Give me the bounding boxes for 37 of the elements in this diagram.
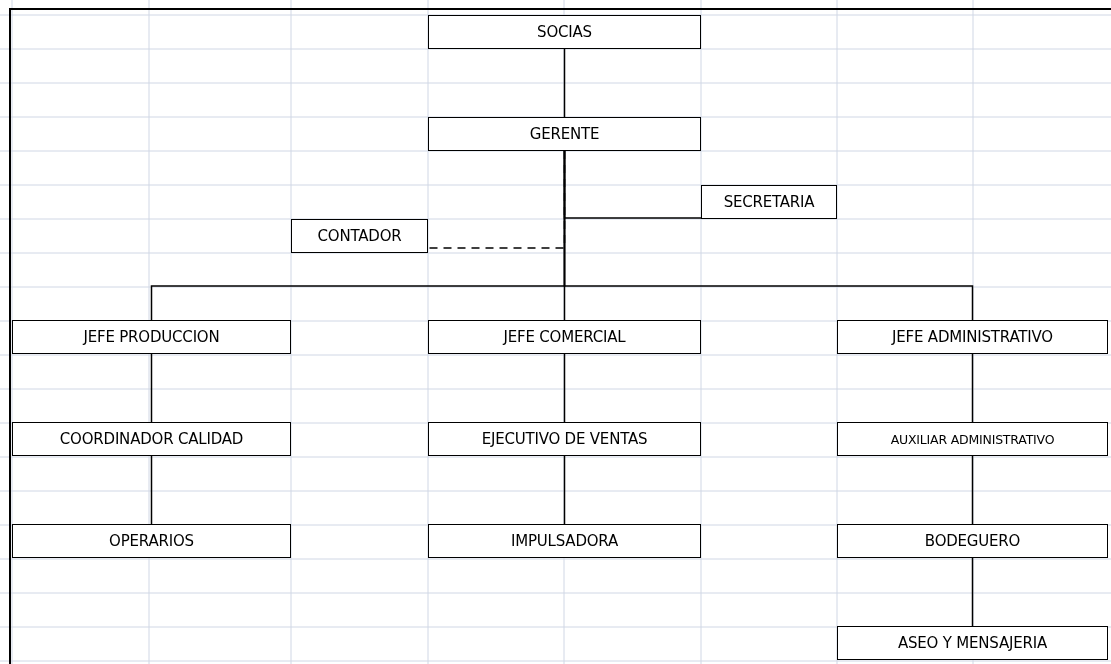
role-box: [837, 422, 1108, 456]
role-box: [12, 422, 291, 456]
role-label: SECRETARIA: [723, 193, 815, 211]
role-box: [428, 117, 701, 151]
connector-line: [971, 455, 974, 525]
role-label: JEFE ADMINISTRATIVO: [892, 328, 1053, 346]
role-box: [428, 15, 701, 49]
connector-line: [150, 455, 153, 525]
connector-line: [563, 150, 974, 321]
role-box: [12, 320, 291, 354]
role-label: AUXILIAR ADMINISTRATIVO: [890, 431, 1055, 447]
role-box: [428, 320, 701, 354]
connector-line: [563, 455, 566, 525]
role-label: JEFE COMERCIAL: [503, 328, 626, 346]
role-label: BODEGUERO: [924, 532, 1021, 550]
role-label: ASEO Y MENSAJERIA: [897, 634, 1048, 652]
role-label: GERENTE: [529, 125, 600, 143]
role-box: [291, 219, 428, 253]
role-label: CONTADOR: [317, 227, 402, 245]
role-label: EJECUTIVO DE VENTAS: [481, 430, 648, 448]
role-label: IMPULSADORA: [510, 532, 618, 550]
role-box: [837, 524, 1108, 558]
role-box: [428, 422, 701, 456]
role-box: [12, 524, 291, 558]
role-box: [837, 626, 1108, 660]
connector-line: [563, 353, 566, 423]
role-box: [701, 185, 837, 219]
role-label: COORDINADOR CALIDAD: [59, 430, 244, 448]
role-label: SOCIAS: [537, 23, 592, 41]
role-box: [428, 524, 701, 558]
connector-line: [971, 557, 974, 627]
connector-line: [150, 353, 153, 423]
role-label: JEFE PRODUCCION: [83, 328, 220, 346]
connector-line: [971, 353, 974, 423]
role-box: [837, 320, 1108, 354]
role-label: OPERARIOS: [109, 532, 194, 550]
connector-line: [563, 48, 566, 118]
